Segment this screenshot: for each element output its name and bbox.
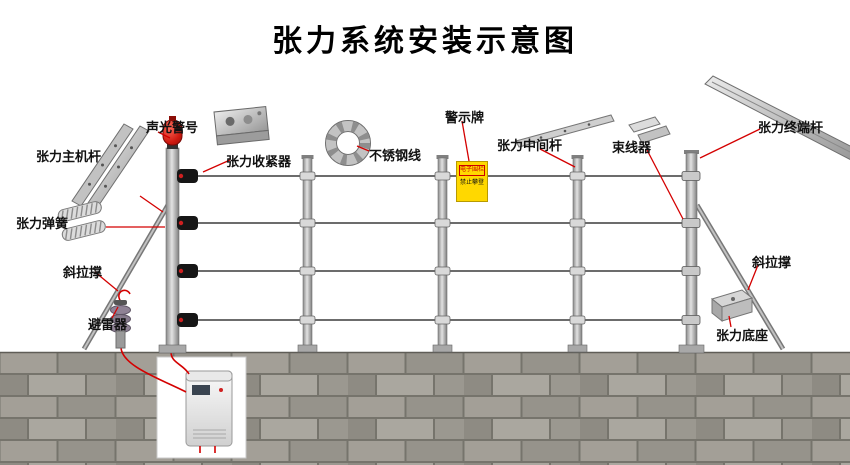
label-diagonal-brace-right: 斜拉撑 [752,255,792,270]
tension-tightener-illustration [213,106,270,146]
label-tension-spring: 张力弹簧 [16,216,69,231]
label-diagonal-brace-left: 斜拉撑 [63,265,103,280]
label-terminal-pole: 张力终端杆 [758,120,824,135]
warning-sign-line2: 禁止攀登 [459,180,484,186]
page-title: 张力系统安装示意图 [272,25,578,58]
label-main-pole: 张力主机杆 [36,149,102,164]
label-stainless-wire: 不锈钢线 [369,148,422,163]
leader-lines [94,120,761,328]
label-tension-tightener: 张力收紧器 [226,154,292,169]
label-sound-light-alarm: 声光警号 [146,120,199,135]
fence-posts [158,147,705,354]
warning-sign-board: 电子围栏 禁止攀登 [456,161,488,202]
fence-wires [179,175,691,321]
label-tension-base: 张力底座 [716,328,769,343]
controller-box-icon [185,370,233,447]
steel-wire-coil-illustration [325,120,371,166]
brick-wall [0,351,850,465]
tensioner-devices [177,169,198,327]
label-middle-pole: 张力中间杆 [497,138,563,153]
diagonal-braces [81,203,786,351]
label-wire-bundler: 束线器 [612,140,652,155]
label-lightning-arrester: 避雷器 [88,317,128,332]
alarm-beacon-icon [162,116,183,149]
warning-sign-line1: 电子围栏 [459,165,485,176]
middle-pole-illustration [515,114,615,148]
main-pole-illustration [71,123,150,209]
controller-panel [120,346,247,459]
tension-base-illustration [710,289,754,323]
wire-connectors [299,171,701,325]
terminal-pole-illustration [704,75,850,161]
label-warning-sign: 警示牌 [445,110,485,125]
wire-bundler-illustration [628,116,671,144]
